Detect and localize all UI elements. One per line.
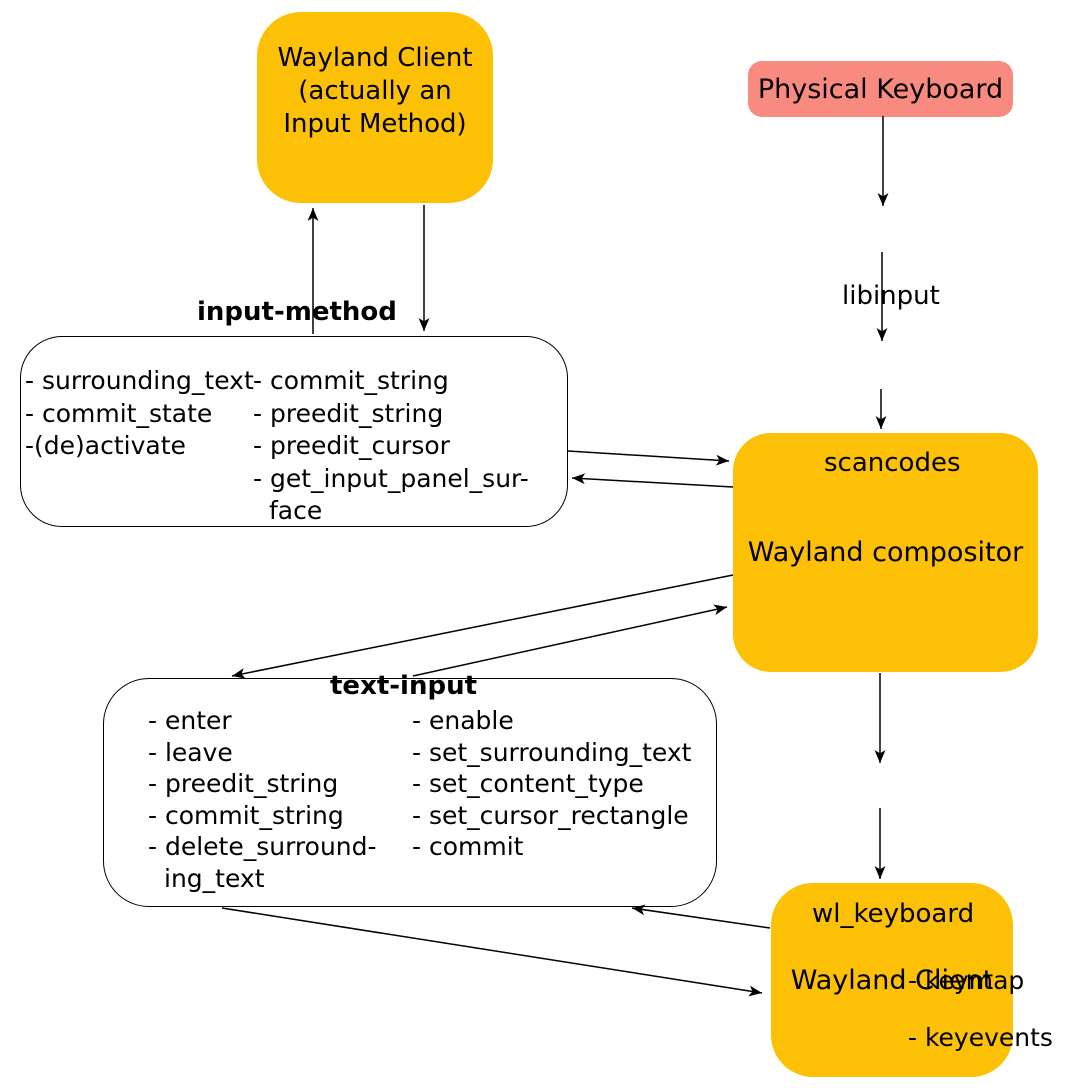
arrow-text-input-to-compositor	[412, 604, 728, 677]
protocol-message: - preedit_cursor	[253, 431, 450, 460]
scancodes-label: scancodes	[824, 448, 961, 478]
arrow-text-input-to-client	[221, 907, 763, 997]
node-label: Wayland compositor	[747, 537, 1024, 568]
node-label-line: Input Method)	[283, 109, 467, 139]
wayland-client-node: Wayland Client	[771, 883, 1013, 1077]
protocol-message: - set_cursor_rectangle	[412, 800, 689, 830]
input-method-protocol-label: input-method	[197, 297, 397, 327]
protocol-message: - commit_string	[148, 800, 344, 830]
protocol-message: - commit	[412, 832, 524, 861]
libinput-label: libinput	[842, 281, 940, 311]
protocol-message: - enable	[412, 706, 514, 735]
text-input-protocol-label: text-input	[330, 671, 478, 701]
protocol-message: - set_content_type	[412, 769, 644, 798]
protocol-message-wrap: face	[269, 496, 323, 525]
text-input-events-column: - enter - leave - preedit_string - commi…	[148, 705, 377, 894]
protocol-message: - enter	[148, 706, 232, 735]
input-method-requests-column: - surrounding_text - commit_state -(de)a…	[25, 365, 254, 463]
wayland-client-input-method-node: Wayland Client (actually an Input Method…	[257, 12, 493, 203]
protocol-message: - surrounding_text	[25, 366, 254, 395]
protocol-message: -(de)activate	[25, 431, 186, 460]
arrow-client-to-text-input	[631, 904, 771, 929]
keyevents-label: - keyevents	[908, 1023, 1053, 1052]
protocol-message: - preedit_string	[148, 769, 339, 798]
protocol-message: - leave	[148, 737, 233, 767]
physical-keyboard-node: Physical Keyboard	[748, 61, 1013, 117]
protocol-message: - preedit_string	[253, 398, 444, 428]
input-method-events-column: - commit_string - preedit_string - preed…	[253, 365, 529, 528]
protocol-message: - commit_state	[25, 398, 213, 428]
arrow-compositor-to-text-input	[231, 574, 734, 679]
node-label: Wayland Client	[790, 964, 994, 996]
keymap-label: - keymap	[908, 966, 1025, 995]
node-label: Physical Keyboard	[757, 73, 1004, 105]
arrow-input-method-to-compositor	[567, 450, 730, 466]
protocol-message: - commit_string	[253, 366, 449, 395]
node-label-line: (actually an	[298, 76, 452, 106]
protocol-message: - delete_surround-	[148, 832, 377, 861]
protocol-message: - set_surrounding_text	[412, 737, 692, 767]
text-input-requests-column: - enable - set_surrounding_text - set_co…	[412, 705, 691, 863]
text-input-protocol-box: - enter - leave - preedit_string - commi…	[103, 678, 717, 907]
input-method-protocol-box: - surrounding_text - commit_state -(de)a…	[20, 336, 568, 527]
protocol-message-wrap: ing_text	[164, 863, 265, 893]
node-label-line: Wayland Client	[277, 43, 473, 73]
protocol-message: - get_input_panel_sur-	[253, 463, 529, 493]
wayland-compositor-node: Wayland compositor	[733, 433, 1038, 672]
wl-keyboard-label: wl_keyboard	[812, 899, 975, 929]
arrow-compositor-to-input-method	[571, 473, 734, 488]
